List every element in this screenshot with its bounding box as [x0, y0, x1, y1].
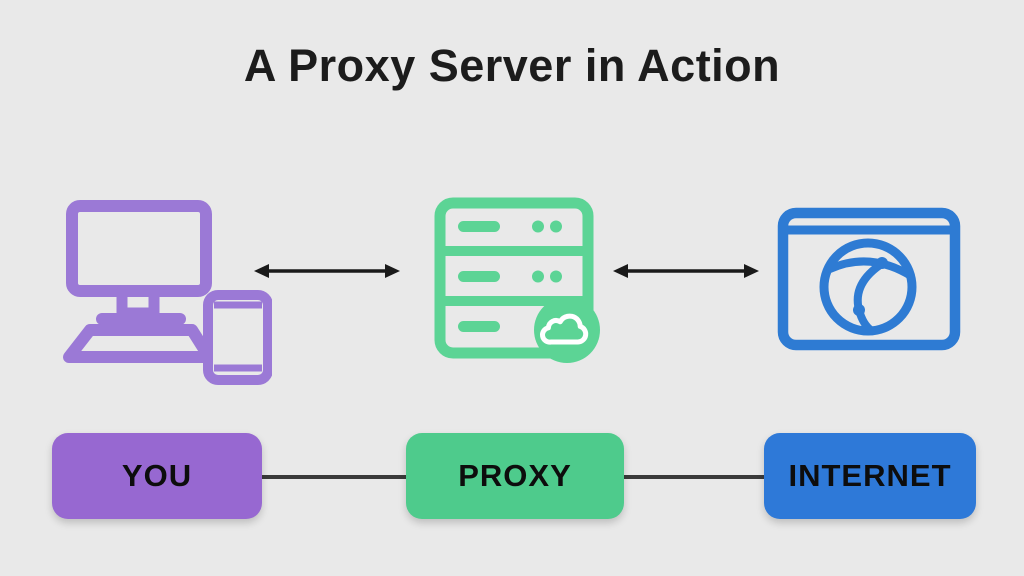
globe-node	[853, 304, 865, 316]
cloud-icon	[540, 313, 589, 345]
computer-and-phone-icon	[63, 200, 272, 385]
cloud-badge-circle	[534, 297, 600, 363]
monitor-outline	[66, 200, 212, 297]
label-you-text: YOU	[121, 458, 193, 493]
keyboard-outline	[63, 324, 215, 363]
label-box-internet: INTERNET	[764, 433, 976, 519]
server-led	[550, 220, 562, 233]
browser-globe-icon	[777, 207, 961, 351]
label-box-you: YOU	[52, 433, 262, 519]
globe-circle	[819, 238, 917, 336]
server-slot-1	[458, 221, 500, 232]
monitor-stand-base	[96, 313, 186, 325]
server-led	[532, 270, 544, 283]
server-slot-2	[458, 271, 500, 282]
connector-proxy-internet	[622, 475, 768, 479]
browser-window-outline	[777, 207, 961, 351]
left-double-arrow-icon	[254, 264, 400, 278]
server-led	[532, 220, 544, 233]
server-slot-3	[458, 321, 500, 332]
page-title: A Proxy Server in Action	[243, 40, 781, 91]
smartphone-outline	[203, 290, 272, 385]
proxy-server-cloud-icon	[434, 197, 600, 363]
label-proxy-text: PROXY	[458, 458, 572, 493]
right-double-arrow-icon	[613, 264, 759, 278]
globe-latitude-arc	[826, 257, 915, 280]
label-internet-text: INTERNET	[788, 458, 952, 493]
server-led	[550, 270, 562, 283]
connector-you-proxy	[258, 475, 410, 479]
label-box-proxy: PROXY	[406, 433, 624, 519]
globe-node	[876, 257, 888, 269]
server-body	[434, 197, 594, 359]
monitor-stand-neck	[116, 285, 160, 319]
globe-meridian-arc	[853, 259, 887, 335]
